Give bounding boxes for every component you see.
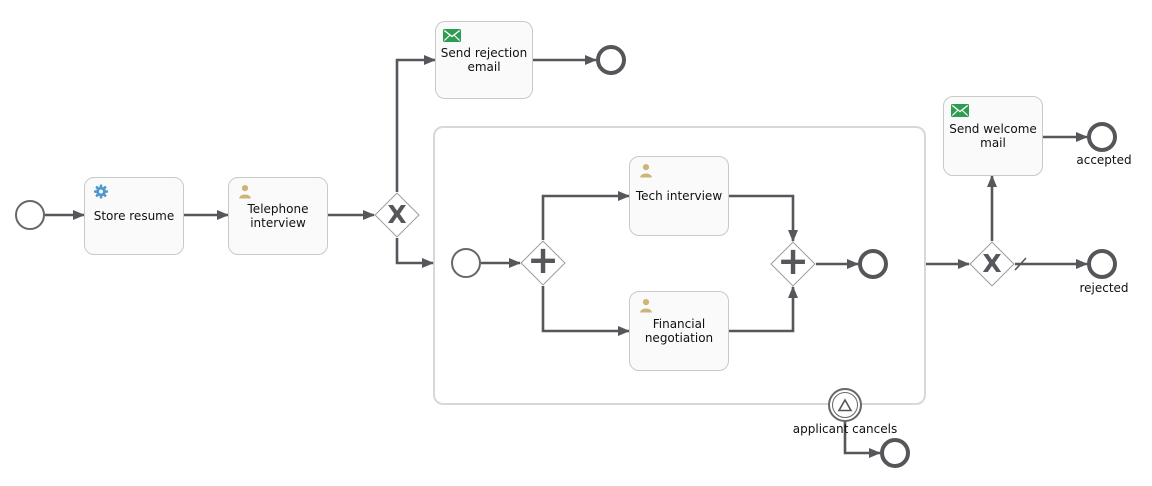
start-event[interactable] <box>15 200 45 230</box>
xor-marker: X <box>387 199 407 229</box>
task-financial-negotiation[interactable]: Financial negotiation <box>629 291 729 371</box>
task-send-welcome-mail[interactable]: Send welcome mail <box>943 96 1043 176</box>
boundary-signal-event[interactable] <box>828 388 862 422</box>
gateway-xor-after-telephone[interactable]: X <box>374 192 420 238</box>
parallel-marker: + <box>777 239 809 283</box>
subprocess-end-event[interactable] <box>858 249 888 279</box>
flow-split-to-tech[interactable] <box>541 191 630 240</box>
user-icon <box>640 299 652 313</box>
end-event-cancelled[interactable] <box>880 438 910 468</box>
task-label: Tech interview <box>635 188 723 203</box>
task-label: Send rejection email <box>440 45 528 74</box>
gateway-parallel-split[interactable]: + <box>520 238 566 286</box>
flow-xor-to-rejection-email[interactable] <box>395 55 436 192</box>
task-tech-interview[interactable]: Tech interview <box>629 156 729 236</box>
gear-icon <box>93 184 109 199</box>
flow-xor-to-subprocess[interactable] <box>395 238 434 268</box>
mail-icon <box>951 104 969 117</box>
end-event-rejection[interactable] <box>596 45 626 75</box>
task-label: Send welcome mail <box>949 121 1037 150</box>
xor-marker: X <box>982 248 1002 278</box>
flow-tech-to-join[interactable] <box>729 194 798 242</box>
task-label: Store resume <box>93 208 175 223</box>
task-telephone-interview[interactable]: Telephone interview <box>228 177 328 255</box>
signal-triangle-icon <box>837 398 853 412</box>
end-event-rejected[interactable] <box>1087 249 1117 279</box>
task-store-resume[interactable]: Store resume <box>84 177 184 255</box>
default-flow-marker <box>1014 257 1027 271</box>
parallel-marker: + <box>527 238 559 282</box>
flow-boundary-to-end[interactable] <box>843 421 881 458</box>
user-icon <box>239 185 251 199</box>
gateway-xor-outcome[interactable]: X <box>969 241 1015 287</box>
subprocess-start-event[interactable] <box>451 248 481 278</box>
task-label: Telephone interview <box>247 201 309 230</box>
label-rejected: rejected <box>1079 281 1129 295</box>
label-applicant-cancels: applicant cancels <box>792 422 898 436</box>
flow-split-to-financial[interactable] <box>541 286 630 336</box>
label-accepted: accepted <box>1076 153 1132 167</box>
task-send-rejection-email[interactable]: Send rejection email <box>435 21 533 99</box>
flow-financial-to-join[interactable] <box>729 286 798 333</box>
boundary-inner-ring <box>832 392 858 418</box>
user-icon <box>640 164 652 178</box>
gateway-parallel-join[interactable]: + <box>770 239 816 287</box>
end-event-accepted[interactable] <box>1087 122 1117 152</box>
task-label: Financial negotiation <box>644 316 714 345</box>
mail-icon <box>443 29 461 42</box>
